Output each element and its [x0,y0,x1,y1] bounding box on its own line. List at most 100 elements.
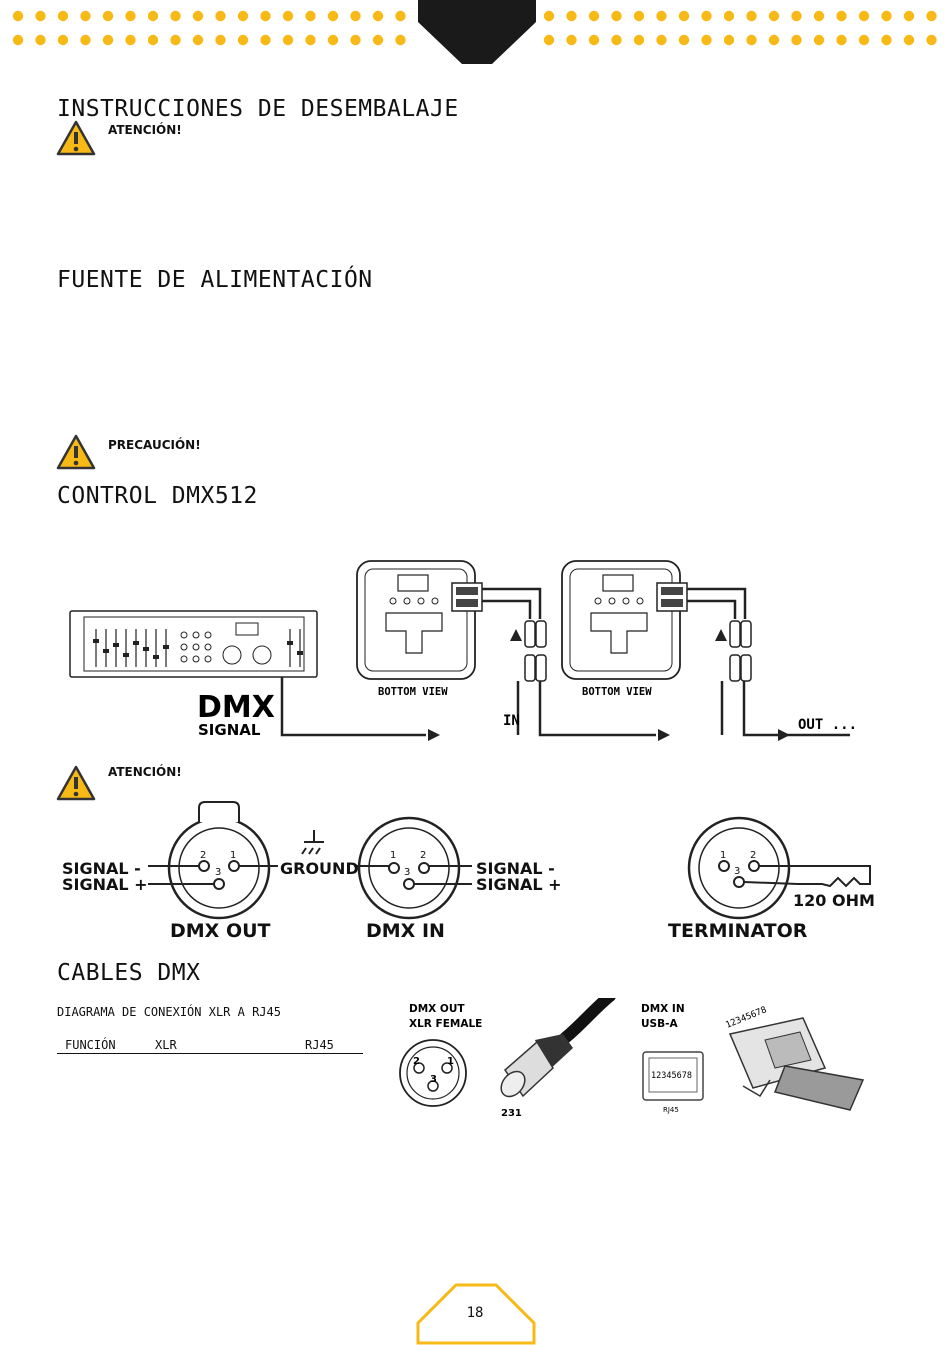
header-dot [192,10,204,22]
warning-icon [56,120,96,156]
header-dot [588,34,600,46]
header-dots-right [543,10,937,46]
header-dot [656,10,667,22]
header-dot [192,34,204,46]
header-dot [881,10,892,22]
header-dot [723,10,735,22]
header-dot [57,34,69,46]
ground-label: GROUND [280,859,359,878]
rj45-port-pins: 12345678 [651,1071,692,1081]
header-dot [903,10,915,22]
header-dot [926,10,937,22]
header-dot [372,10,384,22]
header-dot [836,10,847,22]
bottom-view-label-2: BOTTOM VIEW [582,686,652,698]
pin-label: 1 [230,850,236,861]
header-dot [80,10,91,22]
xlr-pin-3: 3 [430,1074,437,1085]
heading-cables: CABLES DMX [57,960,201,986]
header-dot [80,34,91,46]
header-dot [125,10,136,22]
pin-label: 2 [420,850,426,861]
signal-minus-label-right: SIGNAL - [476,859,555,878]
header-dot [768,10,780,22]
header-dot [147,34,159,46]
heading-unpack: INSTRUCCIONES DE DESEMBALAJE [57,96,459,122]
pin-label: 3 [215,867,221,878]
header-dot [701,34,712,46]
signal-minus-label-left: SIGNAL - [62,859,141,878]
signal-plus-label-right: SIGNAL + [476,875,562,894]
header-dot [588,10,600,22]
heading-power: FUENTE DE ALIMENTACIÓN [57,267,373,293]
warning-label-caution: PRECAUCIÓN! [108,438,201,452]
xlr-pin-1: 1 [447,1056,454,1067]
header-dot [881,34,892,46]
page-number: 18 [466,1305,484,1321]
rj45-label: RJ45 [663,1106,679,1114]
header-dot [305,10,316,22]
cables-subtitle: DIAGRAMA DE CONEXIÓN XLR A RJ45 [57,1005,281,1019]
header-dot [633,34,645,46]
header-dot [12,10,24,22]
dmx-in-label: DMX IN [366,920,445,942]
xlr-female-diagram: DMX OUT XLR FEMALE 2 1 3 231 [399,998,616,1119]
plug-pin-labels: 231 [501,1108,522,1119]
warning-icon [56,434,96,470]
xlr-dmx-out-label: DMX OUT [409,1003,465,1015]
header-dots-left [12,10,406,46]
header-dot [678,34,690,46]
header-dot [813,10,825,22]
header-dot [57,10,69,22]
xlr-female-label: XLR FEMALE [409,1018,482,1030]
header-dot [282,34,294,46]
pin-label: 3 [734,866,740,877]
header-dot [926,34,937,46]
header-dot [102,34,114,46]
header-dot [746,34,757,46]
header-dot [656,34,667,46]
terminator-label: TERMINATOR [668,920,808,942]
pin-label: 1 [390,850,396,861]
cables-table-header: FUNCIÓN XLR RJ45 [57,1038,363,1054]
header-dot [215,34,226,46]
header-dot [35,34,46,46]
header-dot [858,34,870,46]
header-dot [543,34,555,46]
header-dot [701,10,712,22]
header-dot [327,34,339,46]
dmx-out-label: DMX OUT [170,920,271,942]
header-dot [125,34,136,46]
out-label: OUT .... [798,717,860,733]
header-dot [768,34,780,46]
header-dot [305,34,316,46]
rj45-diagram: DMX IN USB-A 12345678 RJ45 12345678 [641,1003,865,1114]
usb-a-label: USB-A [641,1018,678,1030]
pin-label: 3 [404,867,410,878]
header-dot [350,10,361,22]
header-dot [813,34,825,46]
dmx-label: DMX [197,690,275,725]
header-dot [147,10,159,22]
header-dot [170,34,181,46]
header-dot [237,10,249,22]
header-dot [543,10,555,22]
pin-label: 2 [750,850,756,861]
rj45-dmx-in-label: DMX IN [641,1003,685,1015]
header-dot [35,10,46,22]
header-dot [350,34,361,46]
xlr-pinout-diagram: SIGNAL - SIGNAL + GROUND SIGNAL - SIGNAL… [62,801,875,942]
header-dot [327,10,339,22]
header-dot [746,10,757,22]
header-dot [836,34,847,46]
heading-dmx: CONTROL DMX512 [57,483,258,509]
header-dot [566,34,577,46]
bottom-view-label-1: BOTTOM VIEW [378,686,448,698]
col-rj45: RJ45 [305,1038,334,1052]
warning-label-attention: ATENCIÓN! [108,123,182,137]
warning-label-attention-2: ATENCIÓN! [108,765,182,779]
header-dot [858,10,870,22]
header-dot [260,10,271,22]
header-dot [102,10,114,22]
signal-label: SIGNAL [198,721,261,739]
